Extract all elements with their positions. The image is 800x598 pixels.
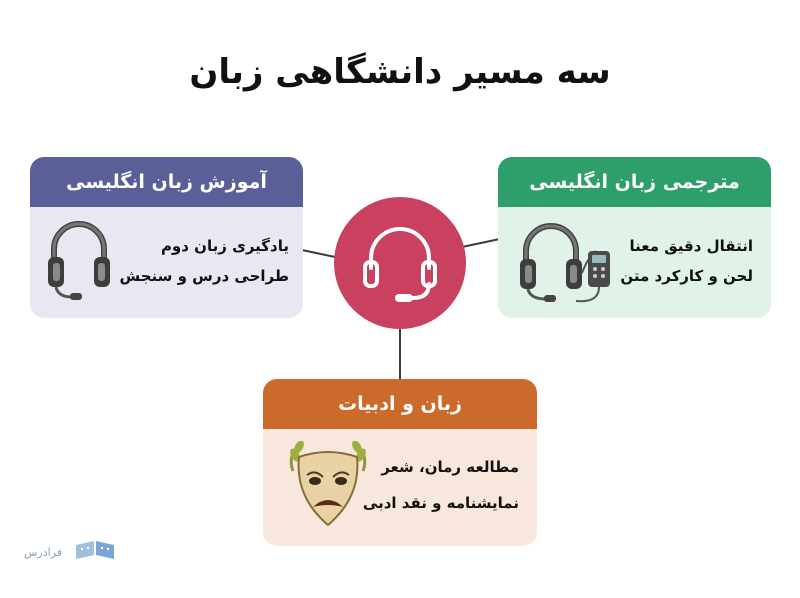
headphones-icon bbox=[48, 221, 110, 300]
headset-icon bbox=[334, 197, 466, 329]
card-translation: مترجمی زبان انگلیسی انتقال دقیق معنا لحن… bbox=[498, 157, 771, 318]
card-translation-text: انتقال دقیق معنا لحن و کارکرد متن bbox=[620, 231, 753, 291]
card-translation-body: انتقال دقیق معنا لحن و کارکرد متن bbox=[498, 207, 771, 318]
card-teaching-line-2: طراحی درس و سنجش bbox=[119, 267, 290, 285]
logo-text: فرادرس bbox=[24, 546, 63, 559]
interpreter-headset-icon bbox=[520, 223, 610, 303]
card-literature-text: مطالعه رمان، شعر نمایشنامه و نقد ادبی bbox=[363, 449, 519, 521]
connector-right bbox=[461, 238, 500, 248]
page-title: سه مسیر دانشگاهی زبان bbox=[189, 52, 611, 92]
card-literature: زبان و ادبیات مطالعه رمان، شعر نمایشنامه… bbox=[263, 379, 537, 546]
connector-bottom bbox=[399, 328, 401, 380]
card-translation-line-2: لحن و کارکرد متن bbox=[620, 267, 753, 285]
card-teaching-body: یادگیری زبان دوم طراحی درس و سنجش bbox=[30, 207, 303, 318]
card-literature-body: مطالعه رمان، شعر نمایشنامه و نقد ادبی bbox=[263, 429, 537, 546]
book-logo-icon bbox=[76, 541, 114, 559]
card-literature-line-1: مطالعه رمان، شعر bbox=[381, 458, 519, 476]
card-literature-title: زبان و ادبیات bbox=[338, 393, 462, 415]
card-teaching-header: آموزش زبان انگلیسی bbox=[30, 157, 303, 207]
card-translation-title: مترجمی زبان انگلیسی bbox=[529, 171, 740, 193]
central-hub bbox=[333, 196, 467, 330]
theater-mask-icon bbox=[289, 441, 367, 527]
card-literature-line-2: نمایشنامه و نقد ادبی bbox=[362, 494, 519, 512]
card-teaching-line-1: یادگیری زبان دوم bbox=[160, 237, 289, 255]
card-literature-header: زبان و ادبیات bbox=[263, 379, 537, 429]
card-teaching: آموزش زبان انگلیسی یادگیری زبان دوم طراح… bbox=[30, 157, 303, 318]
card-translation-header: مترجمی زبان انگلیسی bbox=[498, 157, 771, 207]
card-teaching-text: یادگیری زبان دوم طراحی درس و سنجش bbox=[120, 231, 290, 291]
card-teaching-title: آموزش زبان انگلیسی bbox=[66, 171, 267, 193]
card-translation-line-1: انتقال دقیق معنا bbox=[629, 237, 753, 255]
